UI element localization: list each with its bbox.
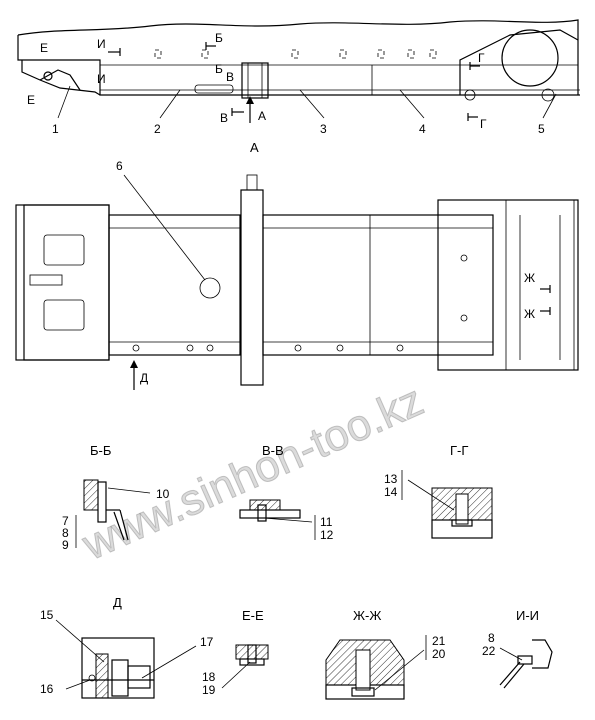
section-zhzh-title: Ж-Ж [353, 608, 381, 623]
section-gg-title: Г-Г [450, 443, 468, 458]
callout-8-ii: 8 [488, 631, 495, 645]
label-i-bottom: И [97, 72, 106, 86]
label-b-top: Б [215, 31, 223, 45]
side-view-callouts: 1 2 3 4 5 [52, 85, 557, 136]
callout-17: 17 [200, 635, 214, 649]
plan-view [15, 174, 579, 386]
callout-5: 5 [538, 122, 545, 136]
section-ee-title: Е-Е [242, 608, 264, 623]
callout-6: 6 [116, 159, 123, 173]
callout-22: 22 [482, 644, 496, 658]
section-ee [221, 644, 269, 689]
callout-8: 8 [62, 526, 69, 540]
plan-view-markers: 6 Д Ж Ж [116, 159, 551, 390]
label-d-arrow: Д [140, 371, 148, 385]
section-ii-title: И-И [516, 608, 539, 623]
label-i-top: И [97, 37, 106, 51]
label-e-top: Е [40, 41, 48, 55]
callout-10: 10 [156, 487, 170, 501]
callout-7: 7 [62, 514, 69, 528]
callout-12: 12 [320, 528, 334, 542]
label-a-arrow: А [258, 109, 266, 123]
callout-3: 3 [320, 122, 327, 136]
section-bb [75, 479, 151, 548]
label-zh-top: Ж [524, 271, 535, 285]
callout-15: 15 [40, 608, 54, 622]
callout-1: 1 [52, 122, 59, 136]
watermark: www.sinhon-too.kz [75, 376, 431, 570]
label-g-top: Г [478, 51, 485, 65]
callout-20: 20 [432, 647, 446, 661]
section-zhzh [325, 635, 427, 700]
label-v-bottom: В [220, 111, 228, 125]
side-view-markers: Е Е И И Б Б В В А Г Г [27, 31, 487, 131]
section-ii [499, 639, 553, 689]
section-bb-title: Б-Б [90, 443, 111, 458]
label-v-top: В [226, 70, 234, 84]
section-d-title: Д [113, 595, 122, 610]
side-view-frame [17, 19, 580, 102]
view-a-title: А [250, 140, 259, 155]
label-b-bottom: Б [215, 62, 223, 76]
label-g-bottom: Г [480, 117, 487, 131]
label-e-bottom: Е [27, 93, 35, 107]
callout-9: 9 [62, 538, 69, 552]
callout-4: 4 [419, 122, 426, 136]
callout-19: 19 [202, 683, 216, 697]
section-d [55, 619, 197, 699]
callout-2: 2 [154, 122, 161, 136]
callout-21: 21 [432, 634, 446, 648]
callout-14: 14 [384, 485, 398, 499]
callout-11: 11 [320, 515, 333, 529]
section-vv [239, 499, 316, 540]
callout-16: 16 [40, 682, 54, 696]
section-vv-title: В-В [262, 443, 284, 458]
callout-13: 13 [384, 472, 398, 486]
section-gg [401, 470, 493, 539]
label-zh-bottom: Ж [524, 307, 535, 321]
callout-18: 18 [202, 670, 216, 684]
